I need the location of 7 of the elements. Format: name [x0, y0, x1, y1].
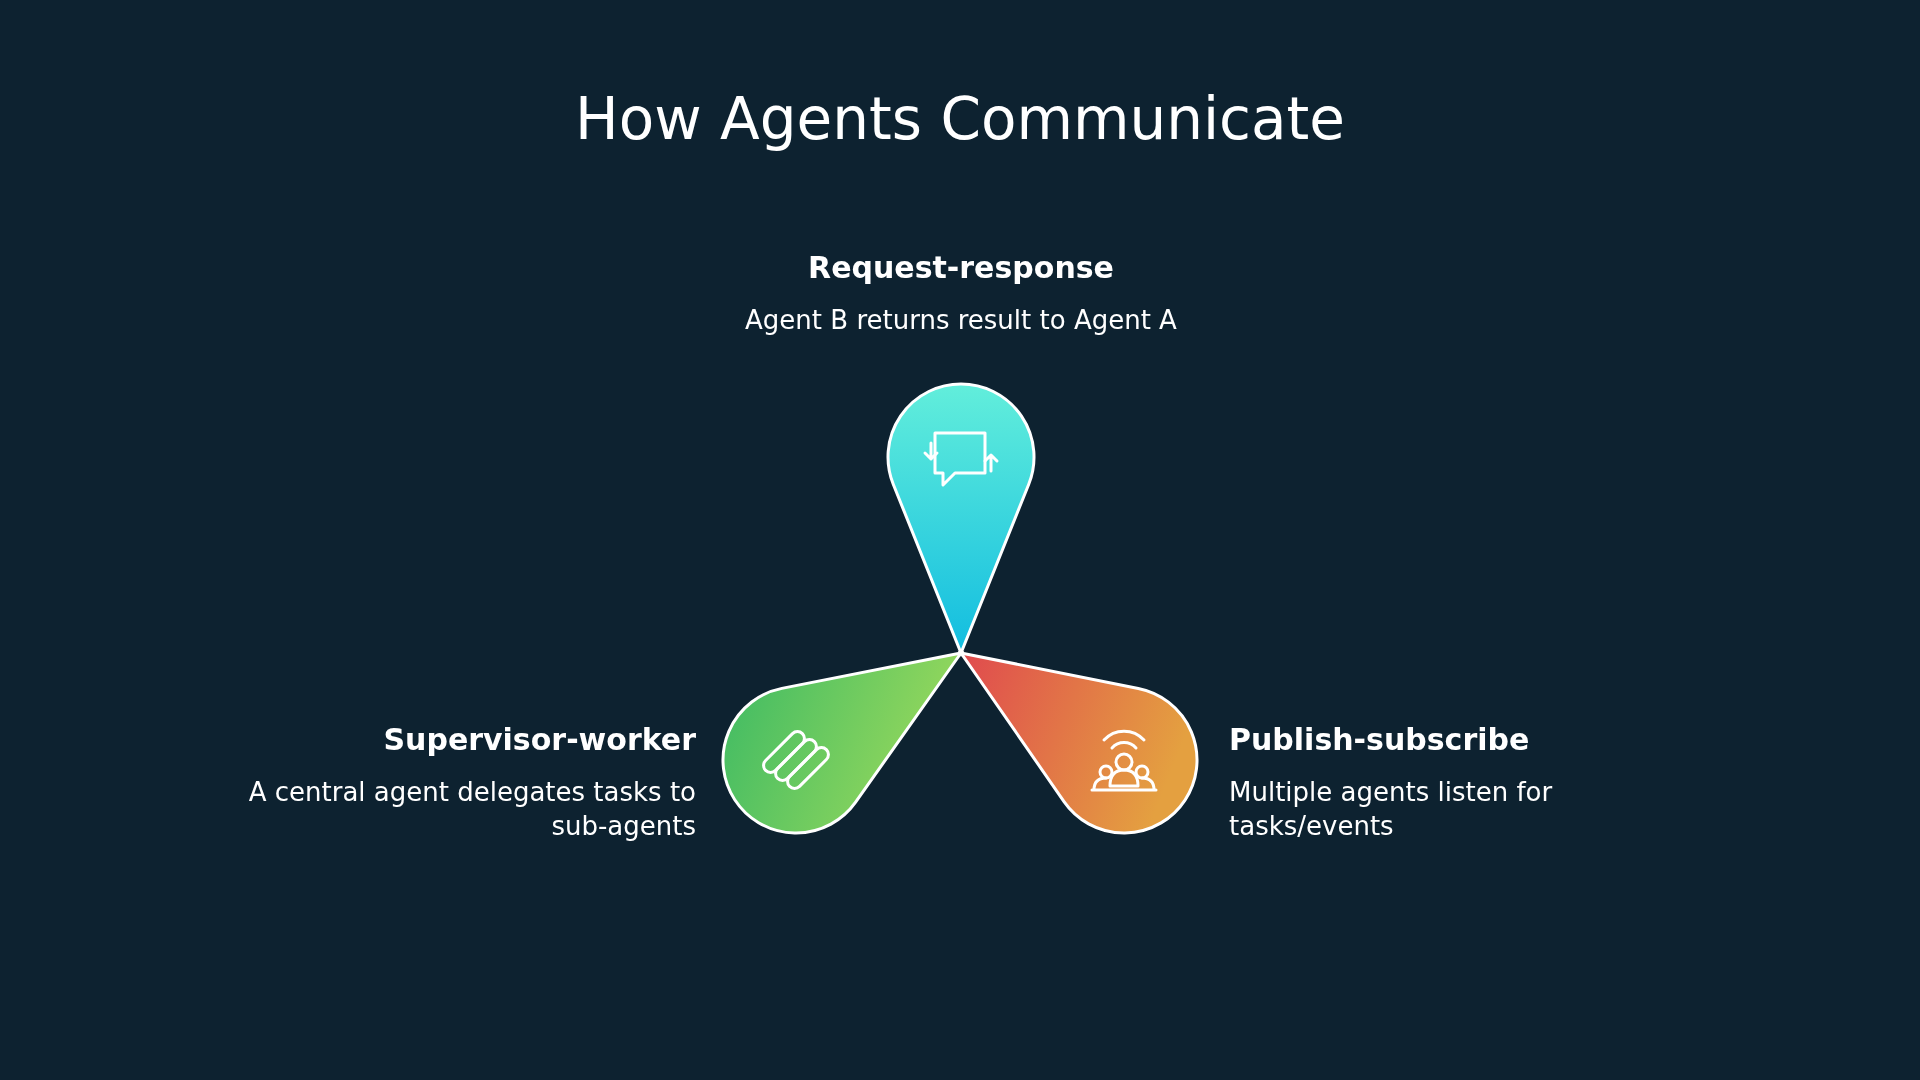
description: A central agent delegates tasks to sub-agents	[247, 776, 696, 843]
description: Agent B returns result to Agent A	[744, 304, 1178, 337]
heading: Publish-subscribe	[1229, 722, 1531, 757]
description: Multiple agents listen for tasks/events	[1229, 776, 1554, 843]
heading: Request-response	[807, 250, 1115, 285]
title: How Agents Communicate	[574, 85, 1346, 153]
heading: Supervisor-worker	[382, 722, 696, 757]
